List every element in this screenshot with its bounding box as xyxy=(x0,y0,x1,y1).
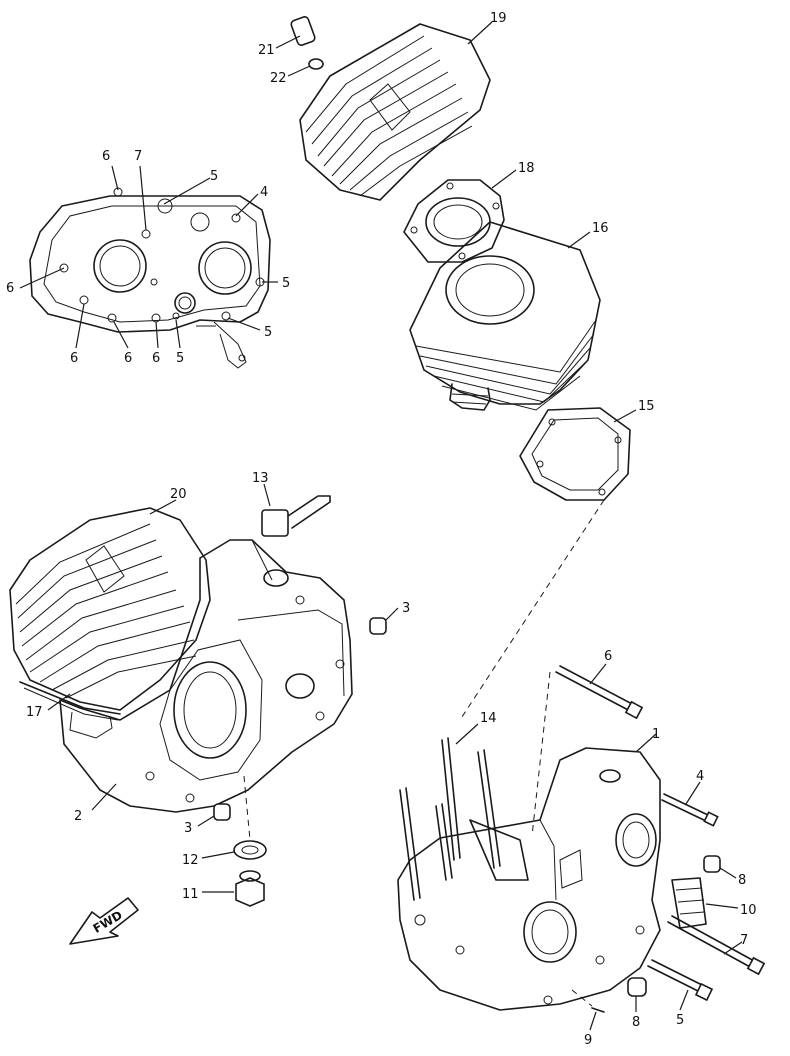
callout-5-top: 5 xyxy=(210,169,218,184)
callout-6-bm: 6 xyxy=(124,351,132,366)
callout-16: 16 xyxy=(592,221,609,236)
bolt-4 xyxy=(661,793,719,827)
base-gasket-15 xyxy=(519,407,631,501)
leader-8a xyxy=(719,867,737,879)
fwd-arrow-icon: FWD xyxy=(69,897,139,945)
reed-plate-10 xyxy=(671,877,707,929)
callout-5-lower: 5 xyxy=(264,325,272,340)
dashed-line-pin xyxy=(571,989,593,1007)
gasket-washer-22 xyxy=(308,58,324,70)
callout-6-br: 6 xyxy=(152,351,160,366)
callout-4-top: 4 xyxy=(260,185,268,200)
callout-20: 20 xyxy=(170,487,187,502)
leader-15 xyxy=(613,409,637,423)
callout-8-right: 8 xyxy=(738,873,746,888)
filler-plug-13 xyxy=(261,495,331,537)
leader-4-bolt xyxy=(685,781,701,805)
leader-6-bolt xyxy=(589,663,607,685)
callout-4-bolt: 4 xyxy=(696,769,704,784)
leader-7-bolt xyxy=(723,941,743,955)
leader-3b xyxy=(197,815,215,827)
callout-13: 13 xyxy=(252,471,269,486)
leader-21 xyxy=(275,35,301,49)
callout-9: 9 xyxy=(584,1033,592,1048)
leader-6-left xyxy=(19,267,65,289)
bolt-6 xyxy=(555,665,644,720)
leader-5-top xyxy=(163,177,211,205)
callout-3-bottom: 3 xyxy=(184,821,192,836)
callout-7-top: 7 xyxy=(134,149,142,164)
leader-20 xyxy=(149,499,177,515)
leader-9 xyxy=(589,1011,597,1031)
leader-4-top xyxy=(235,193,259,217)
drain-plug-11 xyxy=(235,870,265,907)
leader-5-bottom xyxy=(175,319,181,349)
cylinder-head-19 xyxy=(299,23,491,201)
callout-11: 11 xyxy=(182,887,199,902)
callout-5-bottom: 5 xyxy=(176,351,184,366)
leader-18 xyxy=(491,169,517,189)
leader-16 xyxy=(567,231,591,249)
leader-7-top xyxy=(139,165,147,231)
callout-6-bolt: 6 xyxy=(604,649,612,664)
callout-15: 15 xyxy=(638,399,655,414)
leader-6-br xyxy=(155,321,159,349)
leader-6-top xyxy=(111,165,119,191)
dashed-line-upper xyxy=(459,499,605,721)
leader-5-lower xyxy=(227,317,261,331)
leader-10 xyxy=(705,903,739,909)
bolt-7 xyxy=(667,915,766,976)
dowel-pin-8b xyxy=(627,977,647,997)
leader-14 xyxy=(455,723,479,745)
dashed-line-mid xyxy=(531,671,551,837)
cylinder-16 xyxy=(409,221,601,411)
callout-7-bolt: 7 xyxy=(740,933,748,948)
callout-18: 18 xyxy=(518,161,535,176)
dowel-pin-3b xyxy=(213,803,231,821)
spark-plug-21 xyxy=(290,16,316,46)
callout-6-left: 6 xyxy=(6,281,14,296)
callout-5-bolt: 5 xyxy=(676,1013,684,1028)
callout-6-top: 6 xyxy=(102,149,110,164)
callout-21: 21 xyxy=(258,43,275,58)
leader-5-bolt xyxy=(679,989,689,1011)
leader-6-bl xyxy=(75,303,85,349)
dowel-pin-3a xyxy=(369,617,387,635)
gasket-12 xyxy=(233,840,267,860)
callout-8-bottom: 8 xyxy=(632,1015,640,1030)
leader-19 xyxy=(467,21,493,45)
bolt-5 xyxy=(647,959,714,1002)
callout-2: 2 xyxy=(74,809,82,824)
callout-19: 19 xyxy=(490,11,507,26)
callout-10: 10 xyxy=(740,903,757,918)
leader-13 xyxy=(263,483,271,507)
dowel-pin-8a xyxy=(703,855,721,873)
callout-17: 17 xyxy=(26,705,43,720)
leader-12 xyxy=(201,851,235,859)
callout-14: 14 xyxy=(480,711,497,726)
head-gasket-18 xyxy=(403,179,505,263)
crankcase-gasket-plate xyxy=(29,187,271,369)
leader-17 xyxy=(47,693,71,711)
leader-2 xyxy=(91,783,117,811)
crankcase-half-1 xyxy=(397,737,661,1011)
callout-5-right: 5 xyxy=(282,276,290,291)
callout-6-bl: 6 xyxy=(70,351,78,366)
leader-1 xyxy=(635,733,657,753)
pin-9 xyxy=(591,1007,605,1013)
leader-6-bm xyxy=(113,321,129,349)
callout-1: 1 xyxy=(652,727,660,742)
callout-22: 22 xyxy=(270,71,287,86)
callout-3-right: 3 xyxy=(402,601,410,616)
leader-3a xyxy=(385,607,399,621)
assembled-engine xyxy=(9,507,353,813)
callout-12: 12 xyxy=(182,853,199,868)
leader-22 xyxy=(287,65,311,77)
dashed-line-drain xyxy=(243,775,251,841)
